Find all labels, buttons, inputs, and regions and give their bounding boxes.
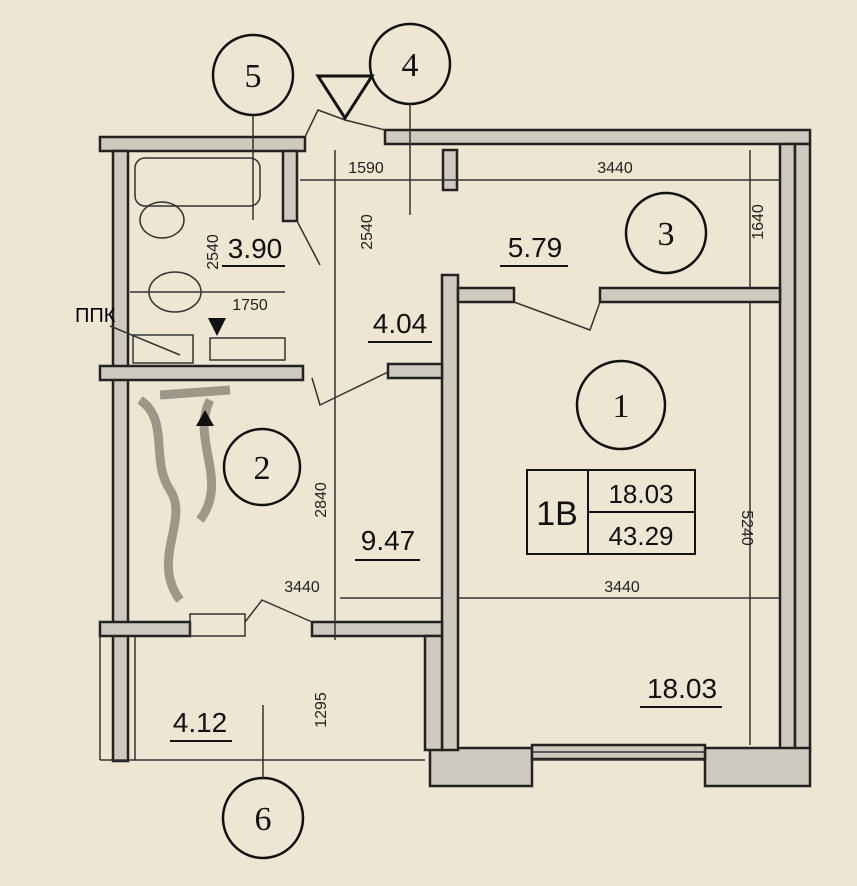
dim-3440-right: 3440 (604, 579, 640, 596)
apartment-total-area: 43.29 (608, 521, 673, 551)
dim-2540-b: 2540 (359, 214, 376, 250)
room-number-2: 2 (222, 427, 302, 507)
apartment-type-box: 1В 18.03 43.29 (526, 469, 696, 555)
section-marker-icon (315, 74, 375, 121)
room-number-1: 1 (575, 359, 667, 451)
room-number-5: 5 (211, 33, 295, 117)
kitchen-wall-texture (137, 385, 231, 603)
bathtub (134, 157, 261, 207)
apartment-living-area: 18.03 (608, 479, 673, 509)
dim-2840: 2840 (313, 482, 330, 518)
ppk-box (132, 334, 194, 364)
svg-text:3: 3 (658, 216, 675, 253)
room-5-area: 3.90 (228, 233, 283, 264)
room-4-area: 4.04 (373, 308, 428, 339)
dim-3440-mid: 3440 (284, 579, 320, 596)
room-3-area: 5.79 (508, 232, 563, 263)
toilet (148, 271, 202, 313)
dim-5240: 5240 (738, 510, 755, 546)
svg-text:4: 4 (402, 47, 419, 84)
room-6-area: 4.12 (173, 707, 228, 738)
room-1-area: 18.03 (647, 673, 717, 704)
ppk-marker-bottom-icon (196, 410, 214, 426)
svg-text:2: 2 (254, 450, 271, 487)
ppk-marker-icon (208, 318, 226, 336)
apartment-type: 1В (536, 495, 578, 533)
dim-2540-a: 2540 (205, 234, 222, 270)
dim-1750: 1750 (232, 297, 268, 314)
dim-1295: 1295 (313, 692, 330, 728)
leader-lines (252, 104, 411, 778)
dim-3440-top: 3440 (597, 160, 633, 177)
room-number-4: 4 (368, 22, 452, 106)
interior-walls (98, 148, 782, 752)
room-2-area: 9.47 (361, 525, 416, 556)
plan-lines (99, 109, 705, 761)
sink-counter (209, 337, 286, 361)
svg-text:1: 1 (613, 388, 630, 425)
dim-1640: 1640 (750, 204, 767, 240)
svg-text:6: 6 (255, 801, 272, 838)
bathroom-fixtures (132, 157, 286, 364)
washbasin (139, 201, 185, 239)
exterior-walls (98, 128, 812, 788)
dimension-lines (130, 150, 780, 745)
ppk-label: ППК (75, 305, 116, 327)
svg-text:5: 5 (245, 58, 262, 95)
room-number-6: 6 (221, 776, 305, 860)
room-number-3: 3 (624, 191, 708, 275)
dim-1590: 1590 (348, 160, 384, 177)
